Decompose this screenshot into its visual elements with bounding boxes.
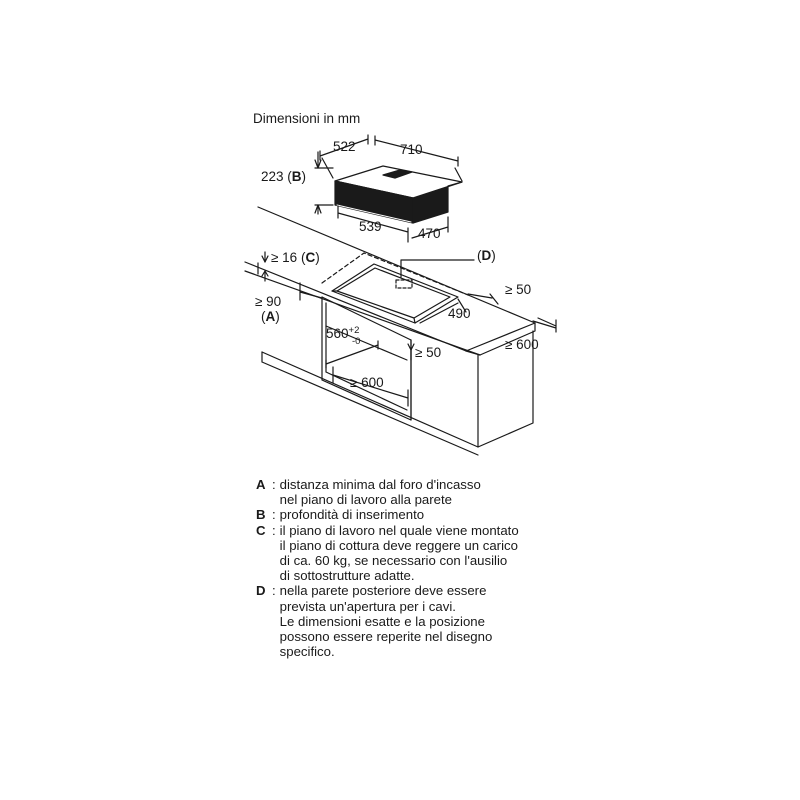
legend-text: distanza minima dal foro d'incasso nel p… bbox=[279, 477, 481, 508]
dimensions-title: Dimensioni in mm bbox=[253, 111, 360, 126]
legend-key: C bbox=[256, 522, 266, 538]
worktop-cutout bbox=[321, 252, 475, 324]
dim-min-wall-label: ≥ 90 bbox=[255, 294, 281, 309]
worktop-front-face bbox=[244, 262, 481, 356]
legend-item-b: B: profondità di inserimento bbox=[256, 507, 596, 522]
dim-cutout-depth-worktop-label: 490 bbox=[448, 306, 471, 321]
worktop-front-edge bbox=[244, 261, 467, 352]
legend-key: B bbox=[256, 507, 266, 523]
dim-inner-width-tolerance-minus: -0 bbox=[352, 336, 360, 347]
dim-cabinet-depth-label: ≥ 600 bbox=[505, 337, 539, 352]
worktop bbox=[244, 206, 536, 356]
cable-opening-label: (D) bbox=[477, 248, 496, 263]
dim-rear-clearance-label: ≥ 50 bbox=[505, 282, 531, 297]
legend-item-a: A: distanza minima dal foro d'incasso ne… bbox=[256, 477, 596, 507]
legend: A: distanza minima dal foro d'incasso ne… bbox=[256, 477, 596, 659]
dim-height-label: 223 (B) bbox=[261, 169, 306, 184]
dim-lower-clearance-label: ≥ 50 bbox=[415, 345, 441, 360]
installation-drawing: Dimensioni in mm 522 710 223 (B) 539 470… bbox=[244, 111, 557, 456]
dim-inner-width-label: 560+2 bbox=[326, 325, 359, 341]
legend-key: D bbox=[256, 583, 266, 599]
installation-dimensions bbox=[261, 251, 557, 407]
hob-extractor-vent bbox=[382, 169, 413, 179]
legend-item-d: D: nella parete posteriore deve essere p… bbox=[256, 583, 596, 659]
legend-text: profondità di inserimento bbox=[279, 507, 425, 523]
hob-appliance bbox=[314, 134, 463, 243]
cabinet bbox=[261, 296, 534, 456]
dim-min-thickness-label: ≥ 16 (C) bbox=[271, 250, 320, 265]
legend-item-c: C: il piano di lavoro nel quale viene mo… bbox=[256, 523, 596, 584]
legend-text: il piano di lavoro nel quale viene monta… bbox=[279, 522, 519, 584]
legend-text: nella parete posteriore deve essere prev… bbox=[279, 583, 493, 660]
dim-cutout-width-label: 539 bbox=[359, 219, 382, 234]
legend-key: A bbox=[256, 477, 266, 492]
dim-cutout-depth-label: 470 bbox=[418, 226, 441, 241]
wall-line bbox=[257, 206, 536, 324]
dim-min-wall-key: (A) bbox=[261, 309, 280, 324]
dim-width-label: 710 bbox=[400, 142, 423, 157]
dim-depth-label: 522 bbox=[333, 139, 356, 154]
dim-cabinet-width-label: ≥ 600 bbox=[350, 375, 384, 390]
hob-side-body bbox=[412, 181, 463, 224]
